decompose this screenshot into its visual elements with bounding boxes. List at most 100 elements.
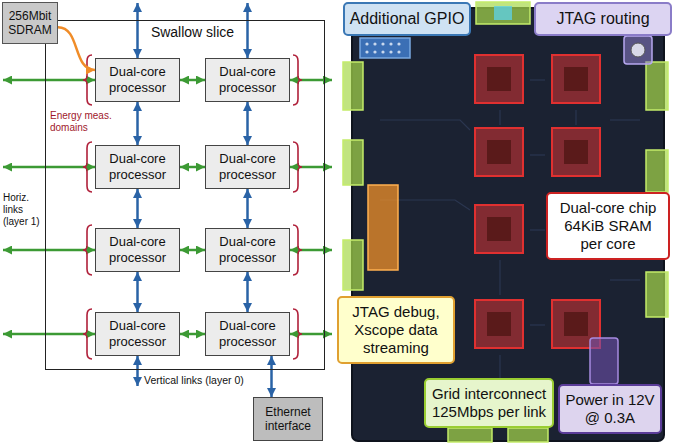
- node-text: Dual-core processor: [100, 64, 175, 95]
- bracket: [293, 309, 302, 359]
- pin: [373, 50, 376, 53]
- die: [564, 312, 588, 336]
- chip: [552, 55, 600, 103]
- node-text: Dual-core processor: [100, 151, 175, 182]
- interface-box: Ethernet interface: [253, 397, 323, 441]
- chip: [552, 128, 600, 176]
- chip: [475, 128, 523, 176]
- link-arrow: [290, 249, 332, 252]
- connector: [646, 150, 668, 192]
- horizontal-link: [3, 80, 332, 334]
- slice-frame: Swallow sliceDual-core processorDual-cor…: [45, 20, 325, 370]
- link-arrow: [290, 166, 332, 169]
- connector: [646, 62, 668, 110]
- pcb: [352, 8, 664, 441]
- node-text: Swallow slice: [46, 21, 324, 41]
- node-text: Dual-core processor: [210, 64, 285, 95]
- die: [487, 140, 511, 164]
- bracket: [83, 309, 92, 359]
- trace: [530, 79, 545, 80]
- pin: [389, 50, 392, 53]
- processor-box: Dual-core processor: [95, 145, 180, 189]
- link-arrow: [3, 79, 95, 82]
- domain-bracket: [83, 55, 302, 359]
- callout-box: Grid interconnect 125Mbps per link: [424, 378, 554, 428]
- processor-box: Dual-core processor: [205, 312, 290, 356]
- switch-dial: [631, 43, 645, 57]
- connector: [508, 428, 548, 442]
- processor-box: Dual-core processor: [205, 58, 290, 102]
- trace: [530, 229, 545, 230]
- trace: [610, 119, 640, 120]
- pin: [397, 42, 400, 45]
- pin: [389, 42, 392, 45]
- board-photo: [343, 2, 668, 442]
- chip: [475, 55, 523, 103]
- connector: [448, 428, 492, 442]
- node-text: Dual-core chip 64KiB SRAM per core: [552, 199, 664, 253]
- link-arrow: [180, 79, 205, 82]
- link-arrow: [136, 272, 139, 312]
- die: [564, 67, 588, 91]
- link-arrow: [3, 249, 95, 252]
- processor-box: Dual-core processor: [95, 58, 180, 102]
- trace: [530, 154, 545, 155]
- connector: [646, 272, 668, 317]
- die: [487, 217, 511, 241]
- callout-box: JTAG debug, Xscope data streaming: [337, 296, 455, 364]
- callout-box: Power in 12V @ 0.3A: [558, 384, 662, 434]
- link-arrow: [58, 27, 95, 70]
- node-text: Dual-core processor: [100, 318, 175, 349]
- bracket: [83, 55, 92, 105]
- link-label: Horiz. links (layer 1): [3, 192, 44, 228]
- gpio-header: [360, 38, 410, 58]
- bracket: [293, 55, 302, 105]
- node-text: Additional GPIO: [350, 9, 465, 28]
- link-arrow: [180, 333, 205, 336]
- gpio-pins: [365, 42, 400, 53]
- bracket: [293, 142, 302, 192]
- link-label: Vertical links (layer 0): [142, 374, 246, 387]
- link-arrow: [136, 189, 139, 228]
- link-arrow: [246, 272, 249, 312]
- callout-box: Additional GPIO: [343, 2, 471, 36]
- trace: [530, 324, 545, 325]
- connector: [343, 62, 363, 110]
- node-text: Ethernet interface: [257, 405, 319, 434]
- pin: [381, 50, 384, 53]
- link-arrow: [3, 333, 95, 336]
- trace: [499, 260, 500, 295]
- bracket: [83, 142, 92, 192]
- die: [487, 312, 511, 336]
- bracket: [293, 225, 302, 275]
- callout-box: JTAG routing: [534, 2, 672, 36]
- node-text: Power in 12V @ 0.3A: [564, 391, 656, 427]
- die: [487, 67, 511, 91]
- chip: [475, 300, 523, 348]
- pin: [373, 42, 376, 45]
- processor-box: Dual-core processor: [95, 228, 180, 272]
- node-text: Dual-core processor: [210, 151, 285, 182]
- trace: [575, 110, 576, 125]
- processor-box: Dual-core processor: [205, 228, 290, 272]
- link-arrow: [290, 333, 332, 336]
- callout-box: Dual-core chip 64KiB SRAM per core: [546, 192, 670, 260]
- processor-box: Dual-core processor: [95, 312, 180, 356]
- link-arrow: [246, 189, 249, 228]
- link-arrow: [180, 249, 205, 252]
- connector: [343, 140, 363, 185]
- node-text: Grid interconnect 125Mbps per link: [430, 385, 548, 421]
- node-text: Dual-core processor: [100, 234, 175, 265]
- trace: [610, 279, 640, 280]
- jtag-connector: [368, 185, 398, 270]
- node-text: JTAG routing: [556, 9, 649, 28]
- jtag-switch: [624, 36, 652, 64]
- link-arrow: [136, 356, 139, 386]
- memory-box: 256Mbit SDRAM: [2, 2, 58, 44]
- link-arrow: [180, 166, 205, 169]
- node-text: JTAG debug, Xscope data streaming: [343, 303, 449, 357]
- processor-box: Dual-core processor: [205, 145, 290, 189]
- domain-label: Energy meas. domains: [50, 110, 116, 134]
- chip: [475, 205, 523, 253]
- node-text: 256Mbit SDRAM: [5, 9, 55, 38]
